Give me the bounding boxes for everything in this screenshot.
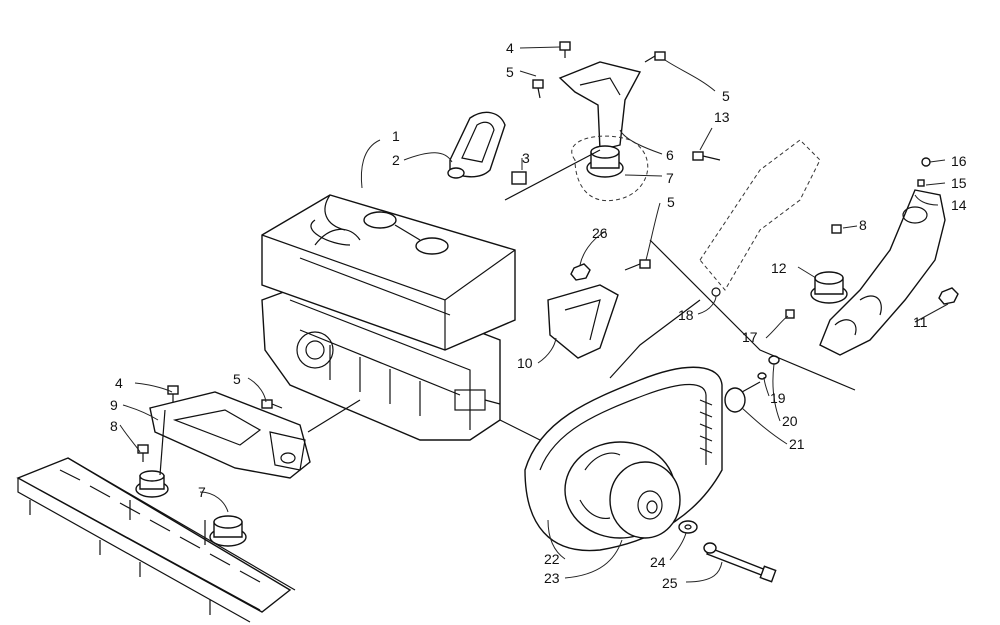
drive-clutch <box>564 441 681 539</box>
label-6: 6 <box>666 147 674 163</box>
label-26: 26 <box>592 225 608 241</box>
assembly-lines <box>129 149 856 545</box>
label-5-left: 5 <box>233 371 241 387</box>
label-17: 17 <box>742 329 758 345</box>
label-19: 19 <box>770 390 786 406</box>
label-9: 9 <box>110 397 118 413</box>
label-10: 10 <box>517 355 533 371</box>
back-plate <box>699 139 821 297</box>
label-2: 2 <box>392 152 400 168</box>
nut-26 <box>570 263 591 281</box>
label-4-left: 4 <box>115 375 123 391</box>
knob-21 <box>724 381 761 413</box>
callout-labels: 1 2 3 4 4 5 5 5 5 6 7 7 8 8 9 10 11 12 1… <box>110 40 967 591</box>
right-housing <box>819 189 946 356</box>
rubber-mount-right <box>810 271 848 304</box>
engine <box>261 194 516 441</box>
frame-rail <box>16 457 296 623</box>
washer-24 <box>678 520 698 534</box>
label-12: 12 <box>771 260 787 276</box>
label-7-bottom: 7 <box>198 484 206 500</box>
label-8-left: 8 <box>110 418 118 434</box>
label-8-right: 8 <box>859 217 867 233</box>
nut-11 <box>938 287 959 305</box>
mid-bracket <box>547 284 619 359</box>
label-21: 21 <box>789 436 805 452</box>
label-7-top: 7 <box>666 170 674 186</box>
label-15: 15 <box>951 175 967 191</box>
rubber-mount-lower-right <box>209 515 247 547</box>
label-16: 16 <box>951 153 967 169</box>
rubber-mount-upper <box>586 145 624 178</box>
label-18: 18 <box>678 307 694 323</box>
label-14: 14 <box>951 197 967 213</box>
engine-mount-plate <box>149 391 311 479</box>
bolts <box>137 41 931 462</box>
label-5-top-right: 5 <box>722 88 730 104</box>
label-24: 24 <box>650 554 666 570</box>
label-23: 23 <box>544 570 560 586</box>
rubber-mount-lower-left <box>135 470 169 498</box>
label-1: 1 <box>392 128 400 144</box>
label-5-top-left: 5 <box>506 64 514 80</box>
leader-lines <box>119 46 949 583</box>
label-13: 13 <box>714 109 730 125</box>
upper-bracket <box>558 61 649 202</box>
label-3: 3 <box>522 150 530 166</box>
label-11: 11 <box>913 314 928 330</box>
handle-clip <box>511 171 527 185</box>
starter-handle <box>447 111 506 179</box>
label-5-mid: 5 <box>667 194 675 210</box>
label-22: 22 <box>544 551 560 567</box>
washers-19-20 <box>757 355 780 380</box>
label-4-top: 4 <box>506 40 514 56</box>
bolt-25 <box>703 542 777 583</box>
label-20: 20 <box>782 413 798 429</box>
label-25: 25 <box>662 575 678 591</box>
